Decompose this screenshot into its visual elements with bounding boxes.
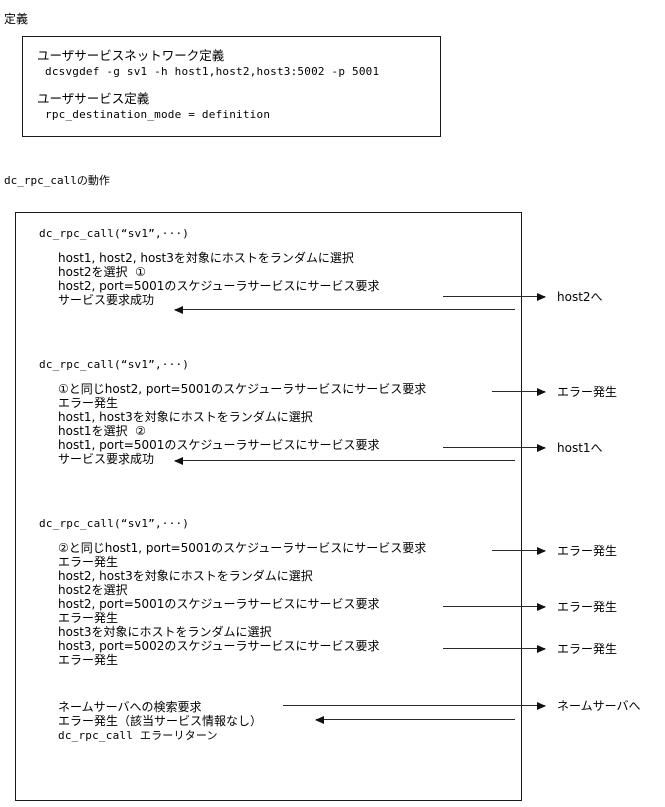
connector-out-call3-request3: [443, 645, 546, 653]
call-2-step-3: host1, host3を対象にホストをランダムに選択: [58, 410, 313, 424]
connector-in-call2-success: [174, 457, 515, 465]
tail-step-3: dc_rpc_call エラーリターン: [58, 729, 218, 742]
endlabel-nameserver: ネームサーバへ: [557, 699, 641, 713]
endlabel-call3-error1: エラー発生: [557, 544, 618, 558]
call-2-step-2: エラー発生: [58, 396, 119, 410]
definition-heading-network: ユーザサービスネットワーク定義: [37, 48, 225, 63]
definition-heading-service: ユーザサービス定義: [37, 91, 150, 106]
call-1-step-4: サービス要求成功: [58, 293, 155, 307]
tail-step-2: エラー発生（該当サービス情報なし）: [58, 714, 263, 728]
call-1-step-2: host2を選択 ①: [58, 265, 146, 279]
call-3-step-3: host2, host3を対象にホストをランダムに選択: [58, 569, 313, 583]
call-3-step-6: エラー発生: [58, 611, 119, 625]
connector-out-call3-request2: [443, 603, 546, 611]
call-3-step-5: host2, port=5001のスケジューラサービスにサービス要求: [58, 597, 380, 611]
endlabel-call1-host2: host2へ: [557, 290, 603, 304]
definition-body-service: rpc_destination_mode = definition: [45, 108, 271, 121]
tail-step-1: ネームサーバへの検索要求: [58, 700, 202, 714]
call-3-step-8: host3, port=5002のスケジューラサービスにサービス要求: [58, 639, 380, 653]
definition-body-network: dcsvgdef -g sv1 -h host1,host2,host3:500…: [45, 65, 380, 78]
endlabel-call3-error2: エラー発生: [557, 600, 618, 614]
connector-out-nameserver-search: [283, 702, 546, 710]
connector-out-call2-request1: [492, 388, 546, 396]
connector-out-call1-request: [443, 293, 546, 301]
call-2-step-5: host1, port=5001のスケジューラサービスにサービス要求: [58, 438, 380, 452]
call-3-step-4: host2を選択: [58, 583, 128, 597]
definition-section-caption: 定義: [4, 12, 29, 26]
connector-in-call1-success: [174, 306, 515, 314]
call-2-step-4: host1を選択 ②: [58, 424, 146, 438]
call-3-step-1: ②と同じhost1, port=5001のスケジューラサービスにサービス要求: [58, 541, 427, 555]
flow-box: dc_rpc_call(“sv1”,···) host1, host2, hos…: [15, 212, 522, 801]
call-header-2: dc_rpc_call(“sv1”,···): [39, 358, 190, 371]
call-1-step-1: host1, host2, host3を対象にホストをランダムに選択: [58, 251, 354, 265]
call-3-step-2: エラー発生: [58, 555, 119, 569]
flow-section-caption: dc_rpc_callの動作: [4, 174, 110, 187]
definition-box: ユーザサービスネットワーク定義 dcsvgdef -g sv1 -h host1…: [22, 36, 441, 137]
call-2-step-1: ①と同じhost2, port=5001のスケジューラサービスにサービス要求: [58, 382, 427, 396]
connector-out-call3-request1: [492, 547, 546, 555]
endlabel-call2-error1: エラー発生: [557, 385, 618, 399]
call-3-step-9: エラー発生: [58, 653, 119, 667]
call-2-step-6: サービス要求成功: [58, 452, 155, 466]
connector-in-nameserver-error: [315, 716, 515, 724]
call-header-3: dc_rpc_call(“sv1”,···): [39, 517, 190, 530]
call-1-step-3: host2, port=5001のスケジューラサービスにサービス要求: [58, 279, 380, 293]
connector-out-call2-request2: [443, 444, 546, 452]
call-header-1: dc_rpc_call(“sv1”,···): [39, 227, 190, 240]
endlabel-call3-error3: エラー発生: [557, 642, 618, 656]
endlabel-call2-host1: host1へ: [557, 441, 603, 455]
call-3-step-7: host3を対象にホストをランダムに選択: [58, 625, 272, 639]
